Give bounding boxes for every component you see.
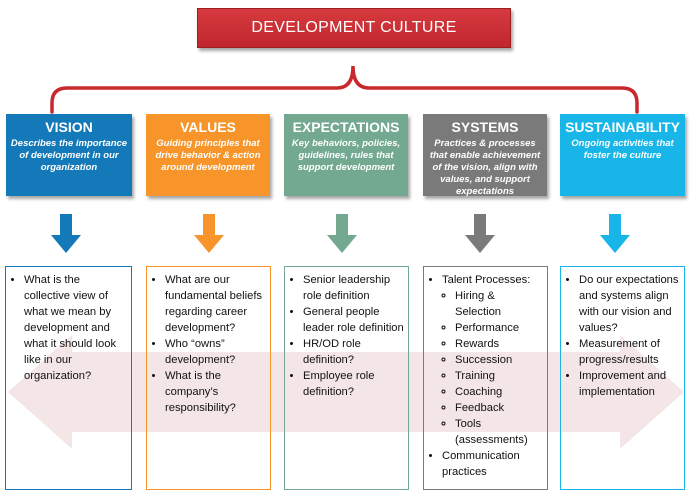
expectations-body: Senior leadership role definition Genera…	[284, 266, 409, 490]
sustainability-down-arrow	[600, 214, 630, 253]
vision-list: What is the collective view of what we m…	[10, 272, 127, 384]
values-subtitle: Guiding principles that drive behavior &…	[155, 138, 261, 173]
list-item: Improvement and implementation	[579, 368, 680, 400]
sub-list-item: Feedback	[455, 400, 543, 416]
values-list: What are our fundamental beliefs regardi…	[151, 272, 266, 416]
talent-processes-sublist: Hiring & Selection Performance Rewards S…	[442, 288, 543, 448]
expectations-title: EXPECTATIONS	[292, 119, 400, 135]
sustainability-body: Do our expectations and systems align wi…	[560, 266, 685, 490]
vision-body: What is the collective view of what we m…	[5, 266, 132, 490]
systems-subtitle: Practices & processes that enable achiev…	[429, 138, 541, 197]
sub-list-item: Succession	[455, 352, 543, 368]
down-arrows	[51, 214, 630, 253]
talent-processes-label: Talent Processes:	[442, 274, 531, 286]
list-item: What is the company’s responsibility?	[165, 368, 266, 416]
list-item: Employee role definition?	[303, 368, 404, 400]
sustainability-title: SUSTAINABILITY	[565, 119, 680, 135]
sub-list-item: Training	[455, 368, 543, 384]
values-body: What are our fundamental beliefs regardi…	[146, 266, 271, 490]
vision-down-arrow	[51, 214, 81, 253]
values-title: VALUES	[180, 119, 236, 135]
expectations-header: EXPECTATIONS Key behaviors, policies, gu…	[284, 114, 408, 196]
systems-header: SYSTEMS Practices & processes that enabl…	[423, 114, 547, 197]
sustainability-subtitle: Ongoing activities that foster the cultu…	[571, 138, 674, 161]
systems-body: Talent Processes: Hiring & Selection Per…	[423, 266, 548, 490]
list-item: HR/OD role definition?	[303, 336, 404, 368]
sub-list-item: Rewards	[455, 336, 543, 352]
vision-title: VISION	[45, 119, 93, 135]
sustainability-list: Do our expectations and systems align wi…	[565, 272, 680, 400]
expectations-subtitle: Key behaviors, policies, guidelines, rul…	[291, 138, 401, 173]
background-double-arrow	[8, 335, 684, 449]
sub-list-item: Performance	[455, 320, 543, 336]
sub-list-item: Hiring & Selection	[455, 288, 543, 320]
list-item: Talent Processes: Hiring & Selection Per…	[442, 272, 543, 448]
systems-list: Talent Processes: Hiring & Selection Per…	[428, 272, 543, 480]
list-item: Who “owns” development?	[165, 336, 266, 368]
vision-header: VISION Describes the importance of devel…	[6, 114, 132, 196]
expectations-down-arrow	[327, 214, 357, 253]
list-item: Senior leadership role definition	[303, 272, 404, 304]
development-culture-title: DEVELOPMENT CULTURE	[197, 8, 511, 48]
list-item: General people leader role definition	[303, 304, 404, 336]
systems-down-arrow	[465, 214, 495, 253]
expectations-list: Senior leadership role definition Genera…	[289, 272, 404, 400]
connector-bracket	[50, 65, 639, 114]
values-header: VALUES Guiding principles that drive beh…	[146, 114, 270, 196]
systems-title: SYSTEMS	[451, 119, 519, 135]
sustainability-header: SUSTAINABILITY Ongoing activities that f…	[560, 114, 685, 196]
vision-subtitle: Describes the importance of development …	[10, 138, 128, 173]
list-item: What is the collective view of what we m…	[24, 272, 127, 384]
values-down-arrow	[194, 214, 224, 253]
sub-list-item: Tools (assessments)	[455, 416, 543, 448]
list-item: Do our expectations and systems align wi…	[579, 272, 680, 336]
list-item: Communication practices	[442, 448, 543, 480]
list-item: Measurement of progress/results	[579, 336, 680, 368]
list-item: What are our fundamental beliefs regardi…	[165, 272, 266, 336]
sub-list-item: Coaching	[455, 384, 543, 400]
